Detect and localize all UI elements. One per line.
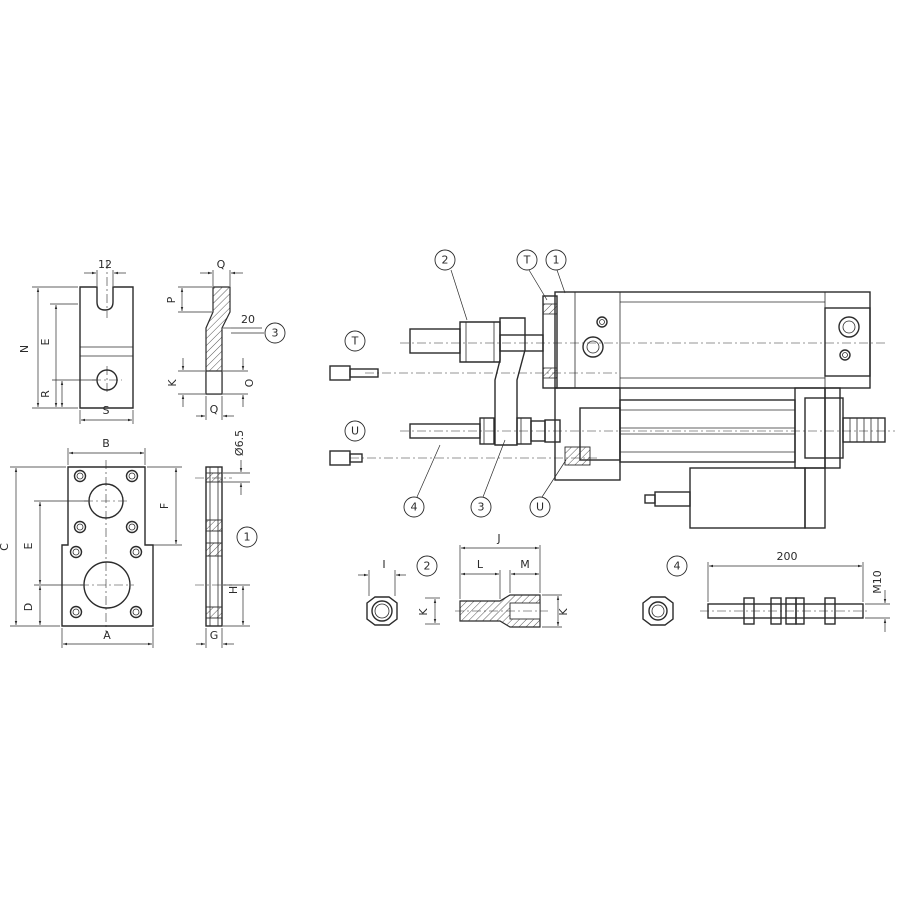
dim-e-plate-label: E — [22, 542, 35, 549]
callout-t-screw: T — [344, 330, 366, 352]
callout-1-assembly: 1 — [545, 249, 567, 271]
svg-text:4: 4 — [411, 501, 418, 514]
bracket-side-section: Q P 20 K O Q 3 — [165, 258, 286, 420]
dim-h-label: H — [227, 586, 240, 594]
dim-p-label: P — [165, 296, 178, 303]
dim-n-label: N — [18, 345, 31, 353]
svg-text:3: 3 — [478, 501, 485, 514]
threaded-rod-part: 4 200 M10 — [642, 550, 890, 632]
dim-q-bottom-label: Q — [210, 403, 219, 416]
dim-s-label: S — [103, 404, 110, 417]
dim-d-label: D — [22, 603, 35, 611]
dim-k-left-label: K — [166, 379, 179, 387]
svg-text:4: 4 — [674, 560, 681, 573]
dim-l-label: L — [477, 558, 484, 571]
dim-j-label: J — [496, 532, 500, 545]
cylinder-assembly: 2 T 1 T U 4 3 U — [329, 249, 895, 529]
dim-k-nut-label: K — [417, 608, 430, 616]
svg-text:2: 2 — [424, 560, 431, 573]
callout-2-part: 2 — [416, 555, 438, 577]
svg-text:U: U — [351, 425, 359, 438]
callout-2-assembly: 2 — [434, 249, 456, 271]
callout-3-bracket: 3 — [264, 322, 286, 344]
dim-q-top-label: Q — [217, 258, 226, 271]
dim-m-label: M — [520, 558, 530, 571]
dim-g-label: G — [210, 629, 219, 642]
svg-text:3: 3 — [272, 327, 279, 340]
callout-3-assembly: 3 — [470, 496, 492, 518]
dim-r-label: R — [39, 390, 52, 398]
callout-4-part: 4 — [666, 555, 688, 577]
svg-text:U: U — [536, 501, 544, 514]
mounting-plate-side-view: Ø6.5 H G 1 — [195, 430, 258, 648]
svg-text:T: T — [351, 335, 359, 348]
dim-f-label: F — [158, 503, 171, 509]
callout-1-plate: 1 — [236, 526, 258, 548]
callout-t-assembly: T — [516, 249, 538, 271]
callout-4-assembly: 4 — [403, 496, 425, 518]
callout-u-screw: U — [344, 420, 366, 442]
dim-k-coupler-label: K — [557, 608, 570, 616]
dim-i-label: I — [382, 558, 385, 571]
mounting-plate-front-view: B C E D F A — [0, 437, 182, 648]
dim-200-label: 200 — [777, 550, 798, 563]
dim-a-label: A — [103, 629, 111, 642]
svg-text:2: 2 — [442, 254, 449, 267]
dim-e-top-label: E — [39, 338, 52, 345]
callout-u-assembly: U — [529, 496, 551, 518]
dim-12-label: 12 — [98, 258, 112, 271]
dim-c-label: C — [0, 543, 11, 551]
bracket-front-view: 12 N E R S — [18, 258, 134, 424]
dim-phi-6-5-label: Ø6.5 — [233, 430, 246, 456]
nut-end-view: I K — [358, 558, 440, 626]
svg-text:1: 1 — [244, 531, 251, 544]
svg-text:T: T — [523, 254, 531, 267]
dim-20-label: 20 — [241, 313, 255, 326]
dim-b-label: B — [102, 437, 110, 450]
dim-m10-label: M10 — [871, 570, 884, 594]
plate-bolt-holes — [69, 469, 143, 619]
coupler-section: 2 J L M K — [416, 532, 570, 628]
svg-text:1: 1 — [553, 254, 560, 267]
dim-o-label: O — [243, 378, 256, 387]
